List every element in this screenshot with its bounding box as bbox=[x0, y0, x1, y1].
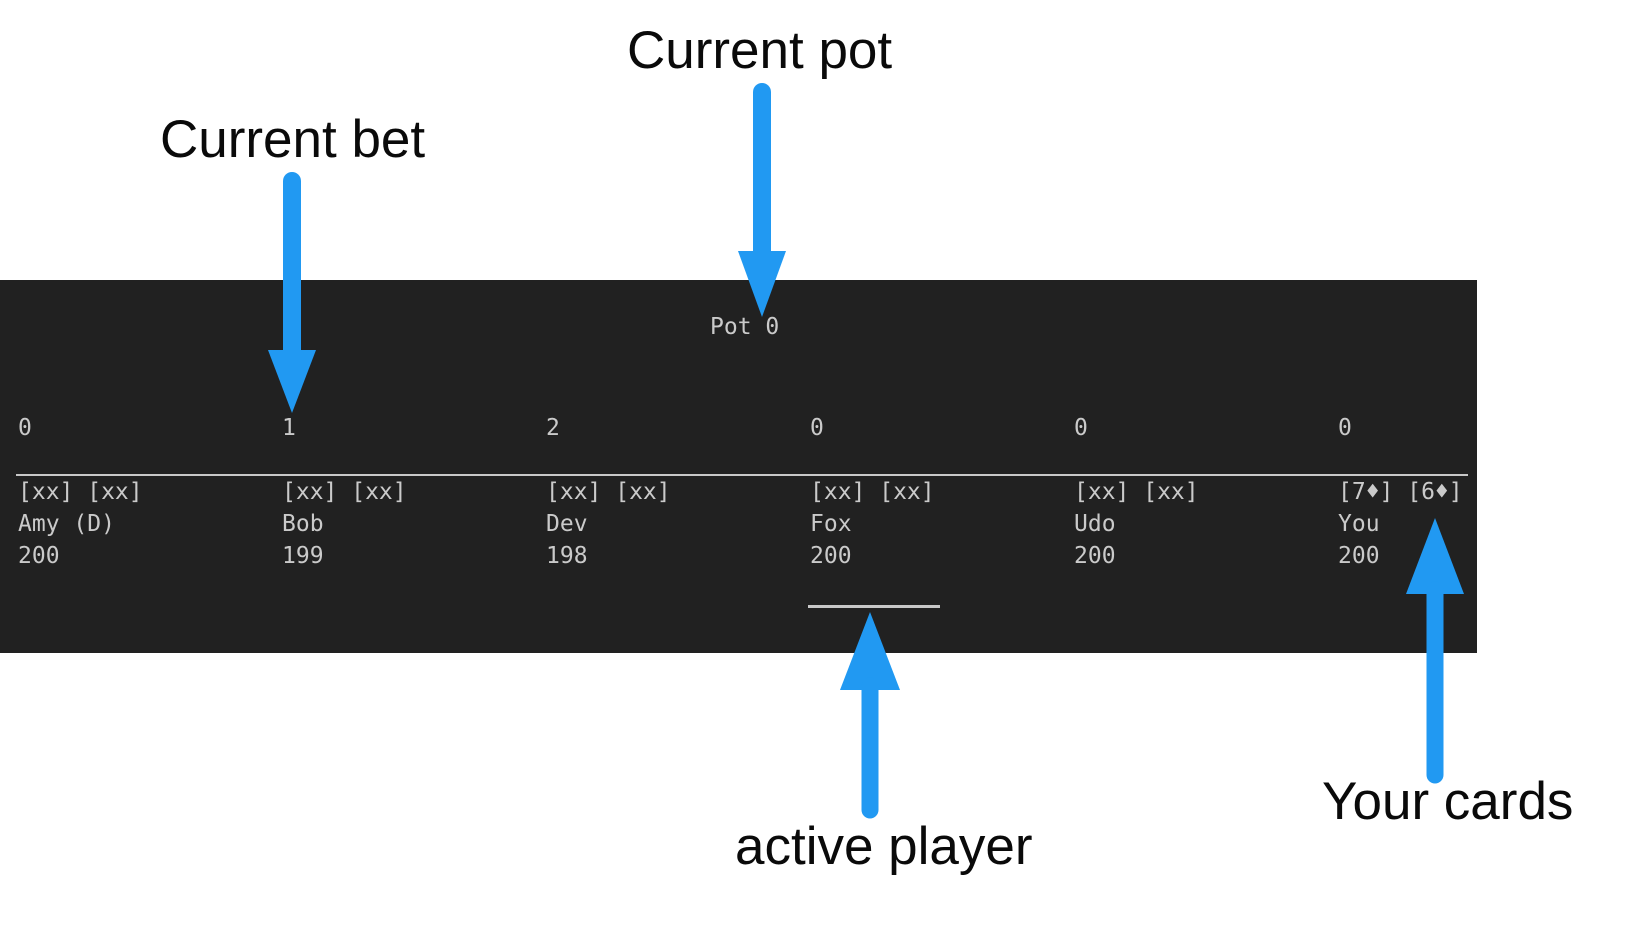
player-column-udo: 0 [xx] [xx] Udo 200 bbox=[1074, 280, 1338, 653]
player-name: Dev bbox=[546, 511, 588, 537]
active-player-label: active player bbox=[735, 817, 1033, 876]
player-name: Udo bbox=[1074, 511, 1116, 537]
active-player-indicator bbox=[808, 605, 940, 608]
table-separator-line bbox=[16, 474, 1468, 476]
player-column-you: 0 [7♦] [6♦] You 200 bbox=[1338, 280, 1602, 653]
player-bet: 2 bbox=[546, 415, 560, 441]
current-bet-label: Current bet bbox=[160, 110, 426, 169]
your-cards-value: [7♦] [6♦] bbox=[1338, 479, 1463, 505]
current-pot-label: Current pot bbox=[627, 21, 893, 80]
player-stack: 200 bbox=[1074, 543, 1116, 569]
player-stack: 200 bbox=[810, 543, 852, 569]
player-name: Bob bbox=[282, 511, 324, 537]
player-bet: 0 bbox=[1074, 415, 1088, 441]
player-name: Amy (D) bbox=[18, 511, 115, 537]
player-column-amy: 0 [xx] [xx] Amy (D) 200 bbox=[18, 280, 282, 653]
your-cards-label: Your cards bbox=[1322, 772, 1574, 831]
player-column-fox: 0 [xx] [xx] Fox 200 bbox=[810, 280, 1074, 653]
player-column-dev: 2 [xx] [xx] Dev 198 bbox=[546, 280, 810, 653]
player-stack: 198 bbox=[546, 543, 588, 569]
player-stack: 200 bbox=[18, 543, 60, 569]
player-cards: [xx] [xx] bbox=[546, 479, 671, 505]
player-cards: [xx] [xx] bbox=[282, 479, 407, 505]
player-stack: 200 bbox=[1338, 543, 1380, 569]
player-cards: [xx] [xx] bbox=[18, 479, 143, 505]
player-bet: 0 bbox=[1338, 415, 1352, 441]
player-bet: 0 bbox=[810, 415, 824, 441]
player-bet: 0 bbox=[18, 415, 32, 441]
pot-value: Pot 0 bbox=[710, 314, 780, 340]
player-cards: [xx] [xx] bbox=[1074, 479, 1199, 505]
player-column-bob: 1 [xx] [xx] Bob 199 bbox=[282, 280, 546, 653]
player-bet: 1 bbox=[282, 415, 296, 441]
player-stack: 199 bbox=[282, 543, 324, 569]
player-name: You bbox=[1338, 511, 1380, 537]
player-cards: [xx] [xx] bbox=[810, 479, 935, 505]
player-name: Fox bbox=[810, 511, 852, 537]
poker-terminal-panel: Pot 0 0 [xx] [xx] Amy (D) 200 1 [xx] [xx… bbox=[0, 280, 1477, 653]
